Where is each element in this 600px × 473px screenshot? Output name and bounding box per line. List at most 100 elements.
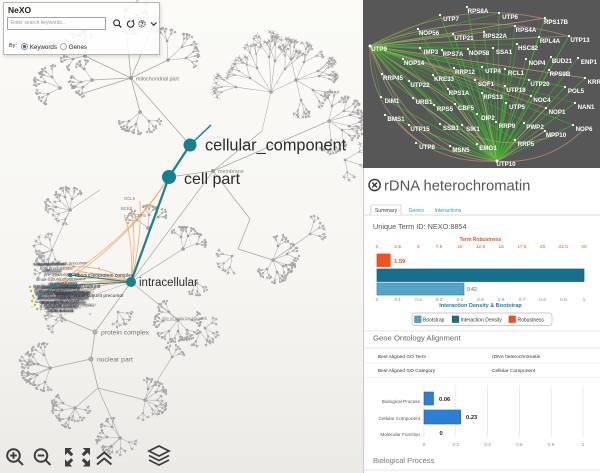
svg-text:Cellular Component: Cellular Component: [492, 368, 536, 374]
svg-text:small subunit: small subunit: [54, 298, 80, 303]
svg-text:Keywords: Keywords: [30, 44, 57, 51]
svg-text:RPS9B: RPS9B: [550, 71, 571, 78]
svg-text:ribosomal subunit precursor: ribosomal subunit precursor: [34, 260, 88, 267]
svg-text:Summary: Summary: [375, 208, 398, 214]
svg-text:2.5: 2.5: [394, 244, 401, 250]
svg-text:RPS5: RPS5: [437, 106, 454, 113]
svg-text:rDNA heterochromatin: rDNA heterochromatin: [492, 354, 541, 360]
svg-text:UTP13: UTP13: [570, 37, 590, 44]
svg-text:NOP14: NOP14: [404, 60, 425, 67]
svg-text:mitochondrial part: mitochondrial part: [136, 77, 179, 83]
svg-text:preribosome: preribosome: [60, 296, 85, 302]
svg-text:ribonucleoprotein complex: ribonucleoprotein complex: [75, 273, 134, 279]
svg-text:Biological Process: Biological Process: [382, 399, 421, 404]
svg-text:90S preribosome: 90S preribosome: [40, 266, 73, 271]
svg-text:1: 1: [582, 442, 585, 447]
svg-text:RCL1: RCL1: [508, 70, 525, 77]
svg-text:small-subunit processome: small-subunit processome: [36, 276, 87, 282]
svg-text:Bootstrap: Bootstrap: [423, 318, 445, 324]
svg-text:UTP18: UTP18: [506, 87, 526, 94]
svg-text:1: 1: [583, 297, 586, 303]
svg-text:ENP1: ENP1: [581, 59, 598, 66]
svg-text:small subunit precursor: small subunit precursor: [74, 293, 124, 299]
svg-text:Genes: Genes: [409, 208, 425, 214]
svg-text:Interactions: Interactions: [435, 208, 462, 214]
svg-text:RPS1A: RPS1A: [47, 271, 61, 276]
svg-text:site of polarized growth: site of polarized growth: [162, 316, 208, 321]
svg-text:nuclear lumen: nuclear lumen: [52, 285, 80, 291]
svg-text:20: 20: [540, 244, 546, 250]
svg-text:UTP6: UTP6: [502, 14, 518, 21]
svg-text:ribosome: ribosome: [56, 291, 75, 297]
svg-text:subunit precursor: subunit precursor: [35, 299, 69, 305]
svg-text:nuclear part: nuclear part: [97, 357, 133, 364]
svg-text:0.6: 0.6: [498, 297, 505, 303]
svg-text:rRNA processing: rRNA processing: [38, 294, 71, 301]
svg-text:0.4: 0.4: [456, 297, 463, 303]
svg-text:rDNA heterochromatin: rDNA heterochromatin: [384, 179, 530, 195]
svg-text:0.23: 0.23: [466, 415, 478, 421]
svg-text:RPS13: RPS13: [483, 94, 503, 101]
svg-text:KRR1: KRR1: [588, 79, 600, 86]
svg-text:pre-rRNA complex: pre-rRNA complex: [44, 272, 80, 277]
svg-text:7.5: 7.5: [436, 244, 443, 250]
svg-text:?: ?: [140, 22, 144, 28]
svg-text:0.8: 0.8: [539, 297, 546, 303]
svg-text:POL5: POL5: [568, 88, 585, 95]
svg-text:SSA1: SSA1: [496, 49, 513, 56]
svg-text:CBF5: CBF5: [135, 213, 146, 218]
svg-text:NOP1: NOP1: [549, 109, 566, 116]
svg-text:cell part: cell part: [184, 171, 241, 188]
svg-text:UTP10: UTP10: [496, 161, 516, 168]
svg-text:0: 0: [423, 442, 426, 447]
svg-text:25: 25: [581, 244, 587, 250]
svg-text:NOP56: NOP56: [419, 30, 440, 37]
svg-text:0.06: 0.06: [439, 397, 451, 403]
svg-text:Gene Ontology Alignment: Gene Ontology Alignment: [373, 334, 461, 343]
svg-text:NOC4: NOC4: [533, 97, 551, 104]
svg-text:CBF5: CBF5: [458, 105, 475, 112]
svg-text:Cellular Component: Cellular Component: [379, 416, 421, 421]
svg-text:5: 5: [417, 244, 420, 250]
svg-text:22.5: 22.5: [559, 244, 569, 250]
svg-text:Best Aligned GO Term: Best Aligned GO Term: [378, 354, 426, 360]
svg-text:ribonucleoprotein complex: ribonucleoprotein complex: [44, 302, 95, 308]
svg-text:RPS8A: RPS8A: [468, 8, 489, 15]
svg-text:nucleolar complex: nucleolar complex: [36, 290, 72, 297]
svg-text:Robustness: Robustness: [518, 318, 545, 324]
svg-text:1.59: 1.59: [394, 259, 406, 265]
svg-text:0.4: 0.4: [484, 442, 491, 447]
svg-text:0.2: 0.2: [453, 442, 460, 447]
svg-text:0.5: 0.5: [477, 297, 484, 303]
svg-text:0.9: 0.9: [560, 297, 567, 303]
svg-text:small-subunit processome: small-subunit processome: [39, 289, 90, 294]
svg-text:Genes: Genes: [69, 44, 87, 51]
svg-text:ribosomal subunit: ribosomal subunit: [61, 284, 101, 290]
svg-text:NOP58: NOP58: [469, 50, 490, 57]
svg-text:0.42: 0.42: [467, 287, 477, 293]
svg-text:UTP21: UTP21: [454, 35, 474, 42]
svg-text:membrane: membrane: [218, 169, 244, 175]
svg-text:SSB1: SSB1: [443, 125, 460, 132]
svg-text:URB1: URB1: [416, 99, 433, 106]
svg-text:BUD21: BUD21: [552, 58, 573, 65]
svg-text:preribosome: preribosome: [33, 283, 58, 288]
svg-text:Biological Process: Biological Process: [373, 456, 435, 465]
svg-text:BMS1: BMS1: [387, 116, 405, 123]
svg-text:protein complex: protein complex: [101, 330, 150, 337]
svg-text:snoRNA complex: snoRNA complex: [46, 303, 80, 309]
svg-text:UTP5: UTP5: [509, 104, 525, 111]
svg-text:0: 0: [440, 431, 443, 437]
svg-text:0.1: 0.1: [394, 297, 401, 303]
svg-text:IMP3: IMP3: [424, 49, 439, 56]
svg-text:UTP20: UTP20: [530, 81, 550, 88]
svg-text:MPP10: MPP10: [546, 132, 567, 139]
svg-text:DIM1: DIM1: [385, 98, 400, 105]
svg-text:UTP22: UTP22: [410, 82, 430, 89]
svg-text:PWP2: PWP2: [526, 124, 544, 131]
svg-text:0: 0: [376, 244, 379, 250]
svg-text:DIP2: DIP2: [481, 115, 495, 122]
svg-text:cellular_component: cellular_component: [205, 137, 347, 155]
svg-text:SIK1: SIK1: [466, 126, 480, 133]
svg-text:10: 10: [457, 244, 463, 250]
